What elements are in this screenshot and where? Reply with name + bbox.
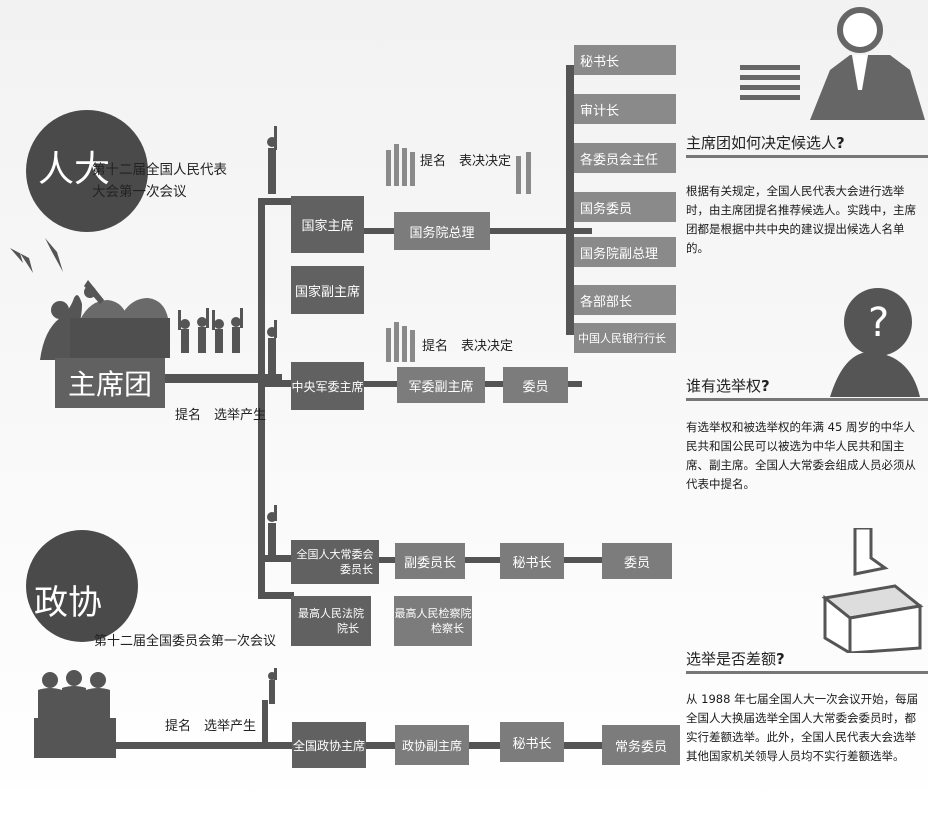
question-3-title: 选举是否差额? bbox=[686, 650, 785, 668]
question-2-divider bbox=[686, 398, 928, 401]
question-2-text: 有选举权和被选举权的年满 45 周岁的中华人民共和国公民可以被选为中华人民共和国… bbox=[686, 420, 916, 491]
state-council-item: 秘书长 bbox=[574, 45, 676, 75]
npcsc-member-box: 委员 bbox=[602, 543, 672, 579]
state-council-item: 国务院副总理 bbox=[574, 237, 676, 267]
cppcc-circle-label: 政协 bbox=[34, 583, 102, 623]
npcsc-secretary-box: 秘书长 bbox=[500, 543, 564, 579]
cppcc-standing-member-box: 常务委员 bbox=[602, 725, 680, 765]
branch-court bbox=[258, 592, 294, 599]
cppcc-nominate-elect-label: 提名 选举产生 bbox=[165, 719, 257, 734]
vice-president-box: 国家副主席 bbox=[291, 266, 364, 314]
cppcc-session-label: 第十二届全国委员会第一次会议 bbox=[94, 634, 277, 649]
voter-figure-icon bbox=[267, 505, 277, 555]
branch-president bbox=[258, 198, 294, 205]
state-council-trunk bbox=[566, 65, 574, 335]
npc-session-line1: 第十二届全国人民代表 bbox=[92, 162, 227, 178]
presidium-box: 主席团 bbox=[55, 358, 165, 408]
state-council-item: 国务委员 bbox=[574, 192, 676, 222]
leader-icon bbox=[740, 7, 925, 120]
procuratorate-box: 最高人民检察院检察长 bbox=[394, 596, 472, 646]
cppcc-secretary-box: 秘书长 bbox=[500, 722, 564, 762]
npcsc-vice-chair-box: 副委员长 bbox=[395, 543, 465, 579]
voter-figure-icon bbox=[268, 668, 277, 704]
question-1-text: 根据有关规定，全国人民代表大会进行选举时，由主席团提名推荐候选人。实践中，主席团… bbox=[686, 184, 916, 255]
military-member-box: 委员 bbox=[503, 367, 568, 403]
npc-session-line2: 大会第一次会议 bbox=[92, 184, 187, 200]
hands-up-icon bbox=[386, 322, 415, 362]
question-1-divider bbox=[686, 155, 928, 158]
npcsc-line bbox=[292, 557, 672, 563]
branch-npcsc bbox=[258, 555, 294, 562]
hands-up-icon bbox=[386, 144, 415, 186]
npc-circle-label: 人大 bbox=[38, 149, 111, 190]
npc-main-line bbox=[160, 374, 282, 383]
premier-box: 国务院总理 bbox=[394, 212, 490, 250]
ballot-box-icon bbox=[821, 528, 924, 653]
cppcc-vice-chair-box: 政协副主席 bbox=[395, 725, 469, 765]
state-council-item: 审计长 bbox=[574, 94, 676, 124]
voter-figure-icon bbox=[267, 320, 277, 378]
president-box: 国家主席 bbox=[291, 196, 364, 253]
state-council-item: 各委员会主任 bbox=[574, 143, 676, 173]
hands-up-icon bbox=[516, 152, 531, 194]
npcsc-chair-box: 全国人大常委会委员长 bbox=[291, 540, 379, 584]
cppcc-vertical bbox=[262, 700, 268, 748]
cppcc-circle bbox=[26, 530, 138, 642]
svg-text:?: ? bbox=[868, 300, 889, 346]
question-3-divider bbox=[686, 671, 928, 674]
npc-vertical-trunk bbox=[258, 198, 265, 598]
military-chair-box: 中央军委主席 bbox=[291, 362, 364, 410]
npc-circle bbox=[26, 110, 148, 232]
question-2-title: 谁有选举权? bbox=[686, 377, 770, 395]
cppcc-chair-box: 全国政协主席 bbox=[292, 722, 366, 768]
presidium-people-icon bbox=[40, 280, 243, 360]
npc-nominate-elect-label: 提名 选举产生 bbox=[175, 408, 267, 423]
voter-figure-icon bbox=[267, 126, 277, 194]
state-council-item: 各部部长 bbox=[574, 285, 676, 315]
state-nominate-label: 提名 表决决定 bbox=[420, 154, 512, 169]
supreme-court-box: 最高人民法院院长 bbox=[291, 596, 371, 646]
lightning-icon bbox=[10, 238, 63, 273]
question-person-icon: ? bbox=[830, 288, 920, 397]
military-nominate-label: 提名 表决决定 bbox=[422, 339, 514, 354]
question-1-title: 主席团如何决定候选人? bbox=[686, 134, 845, 152]
military-vice-chair-box: 军委副主席 bbox=[397, 367, 485, 403]
conference-people-icon bbox=[34, 670, 116, 758]
question-3-text: 从 1988 年七届全国人大一次会议开始，每届全国人大换届选举全国人大常委会委员… bbox=[686, 692, 919, 763]
branch-military bbox=[258, 380, 294, 387]
state-council-item: 中国人民银行行长 bbox=[574, 323, 676, 353]
